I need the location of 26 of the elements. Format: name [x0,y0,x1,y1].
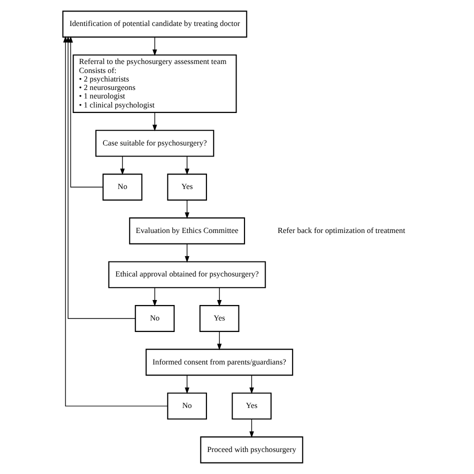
node-box: Informed consent from parents/guardians? [145,348,293,376]
node-box: Yes [166,174,206,201]
node-box: Evaluation by Ethics Committee [128,217,245,244]
arrow [152,36,157,56]
node-box: No [166,392,206,420]
node-box: Ethical approval obtained for psychosurgery? [108,261,266,288]
node-box: Yes [231,392,272,420]
node-box: Identification of potential candidate by treating doctor [62,10,247,38]
arrow [216,331,222,350]
node-box: No [102,174,142,201]
arrow [184,200,189,219]
arrow [184,375,189,394]
arrow [216,287,222,306]
node-box: Yes [198,305,239,332]
arrow [184,156,189,176]
node-box: No [134,305,174,332]
label: Refer back for optimization of treatment [277,226,405,235]
arrow [120,156,124,176]
arrow [184,244,189,263]
node-box: Proceed with psychosurgery [200,436,303,464]
node-box: Case suitable for psychosurgery? [94,130,214,157]
arrow [152,112,157,132]
arrow [248,375,254,394]
arrow [152,287,157,306]
node-box: Referral to the psychosurgery assessment team Consists of: • 2 psychiatrists • 2 neurosurgeons • 1 neurologist • 1 clinical psychologist [72,54,236,113]
arrow [248,418,254,438]
